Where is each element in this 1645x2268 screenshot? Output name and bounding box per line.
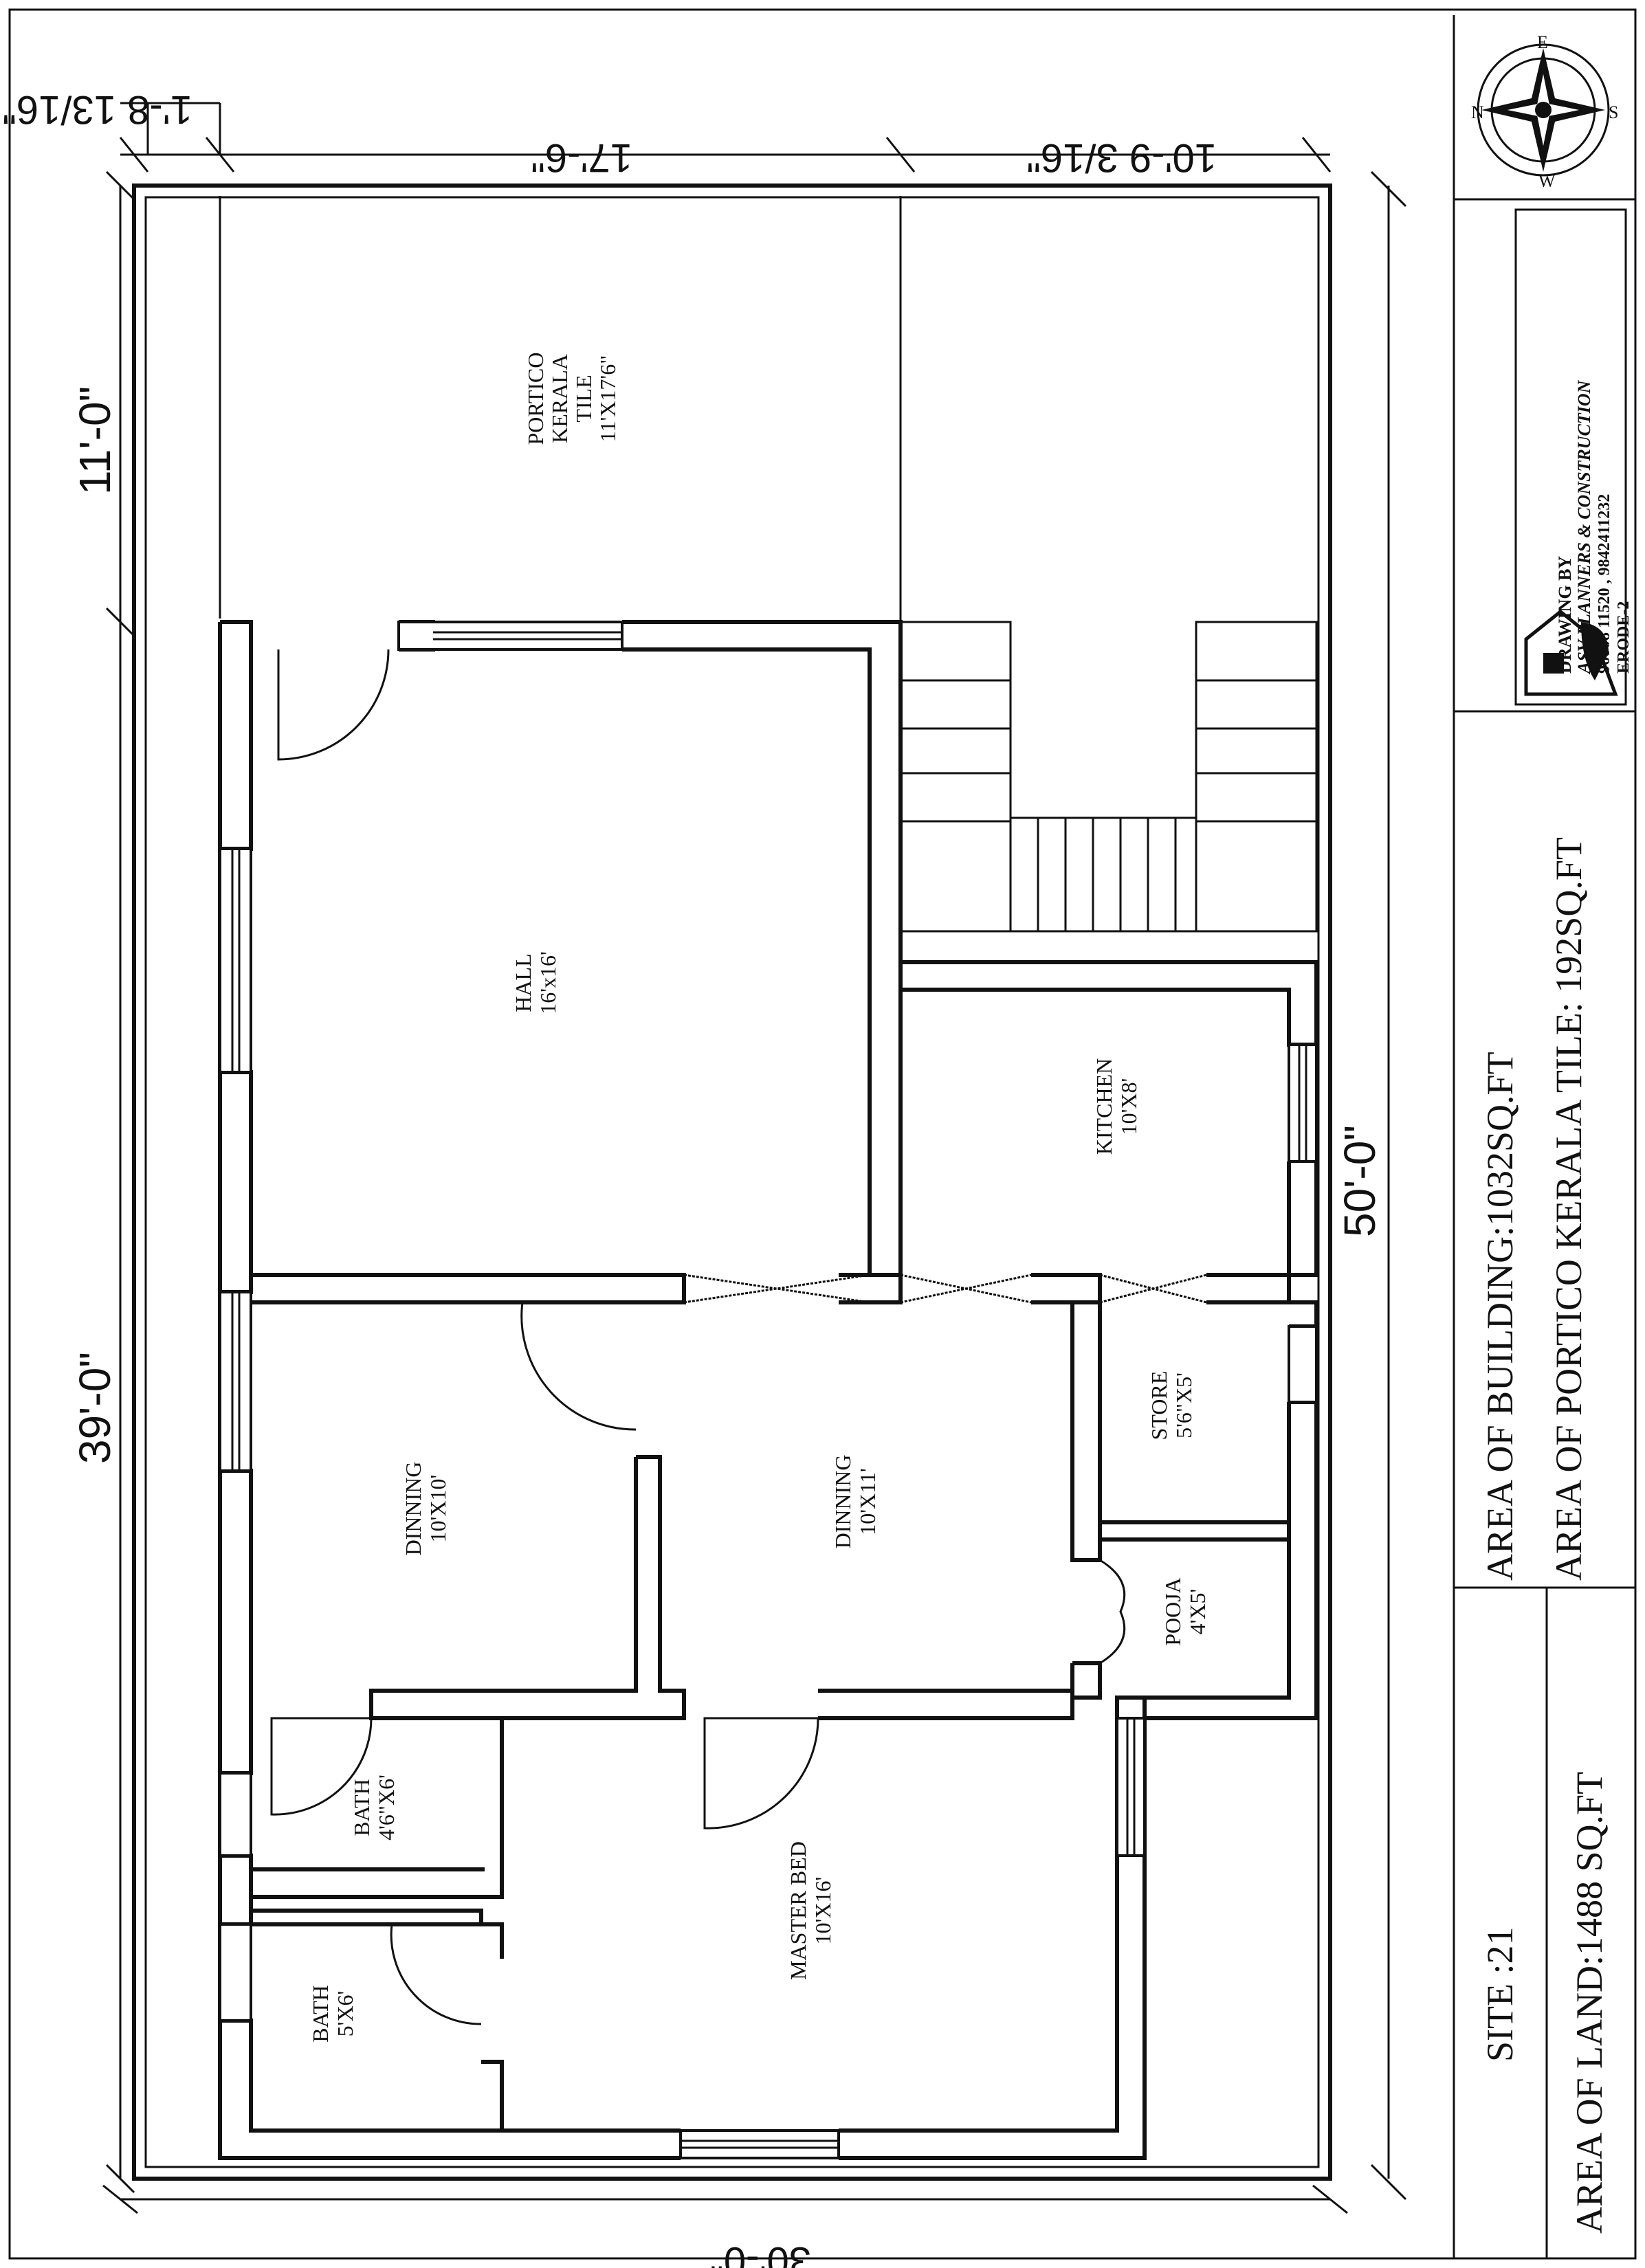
svg-text:5'X6': 5'X6' <box>333 1991 357 2037</box>
plot-boundary <box>132 184 1332 2181</box>
svg-text:PORTICO: PORTICO <box>523 353 548 445</box>
svg-text:KITCHEN: KITCHEN <box>1092 1058 1116 1155</box>
room-dinning-left: DINNING 10'X10' <box>401 1462 450 1556</box>
dim-top-right: 10'-9 3/16" <box>1026 135 1217 180</box>
svg-text:10'X10': 10'X10' <box>426 1475 450 1543</box>
svg-text:MASTER BED: MASTER BED <box>786 1841 810 1980</box>
svg-text:BATH: BATH <box>308 1985 333 2043</box>
dim-bottom: 30'-0" <box>709 2238 811 2268</box>
dimension-lines <box>102 102 1407 2214</box>
stamp-box <box>1514 208 1627 706</box>
svg-text:HALL: HALL <box>511 953 536 1012</box>
site-number: SITE :21 <box>1479 1927 1521 2063</box>
svg-text:4'X5': 4'X5' <box>1185 1589 1210 1635</box>
svg-text:11'X17'6": 11'X17'6" <box>595 355 620 443</box>
room-dinning-center: DINNING 10'X11' <box>830 1455 880 1549</box>
windows <box>219 621 1318 2159</box>
compass-w-label: W <box>1538 171 1556 191</box>
dim-right-overall: 50'-0" <box>1335 1125 1384 1237</box>
steps <box>899 621 1318 933</box>
svg-text:10'X16': 10'X16' <box>810 1877 835 1945</box>
svg-text:10'X8': 10'X8' <box>1116 1078 1141 1135</box>
company-phones: 96008 11520 , 9842411232 <box>1596 494 1613 674</box>
room-hall: HALL 16'x16' <box>511 951 560 1014</box>
room-bath-upper: BATH 4'6"X6' <box>349 1775 399 1841</box>
svg-text:16'x16': 16'x16' <box>536 951 560 1014</box>
room-bath-lower: BATH 5'X6' <box>308 1985 357 2043</box>
dim-top-left: 1'-8 13/16" <box>2 87 192 132</box>
svg-text:BATH: BATH <box>349 1779 374 1836</box>
room-portico: PORTICO KERALA TILE 11'X17'6" <box>523 353 620 445</box>
svg-text:DINNING: DINNING <box>401 1462 426 1556</box>
area-of-building: AREA OF BUILDING:1032SQ.FT <box>1479 1052 1521 1581</box>
compass-icon: N E S W <box>1471 32 1618 191</box>
company-location: ERODE-2 <box>1615 601 1633 674</box>
room-pooja: POOJA 4'X5' <box>1160 1577 1210 1646</box>
svg-text:POOJA: POOJA <box>1160 1577 1185 1646</box>
svg-text:DINNING: DINNING <box>830 1455 855 1549</box>
drawing-by-label: DRAWING BY <box>1555 556 1575 674</box>
svg-text:KERALA: KERALA <box>547 354 572 443</box>
company-logo <box>1524 609 1618 696</box>
svg-text:5'6"X5': 5'6"X5' <box>1171 1372 1196 1438</box>
compass-s-label: S <box>1609 102 1618 122</box>
area-of-portico: AREA OF PORTICO KERALA TILE: 192SQ.FT <box>1548 837 1589 1581</box>
svg-text:TILE: TILE <box>571 375 596 422</box>
room-store: STORE 5'6"X5' <box>1147 1371 1196 1441</box>
dim-left-main: 39'-0" <box>70 1352 120 1464</box>
svg-text:4'6"X6': 4'6"X6' <box>374 1775 399 1841</box>
company-name: ASV PLANNERS & CONSTRUCTION <box>1574 379 1594 675</box>
area-of-land: AREA OF LAND:1488 SQ.FT <box>1569 1772 1610 2234</box>
dim-left-upper: 11'-0" <box>70 386 120 495</box>
svg-text:10'X11': 10'X11' <box>855 1468 880 1535</box>
room-master-bed: MASTER BED 10'X16' <box>786 1841 835 1980</box>
room-kitchen: KITCHEN 10'X8' <box>1092 1058 1141 1155</box>
door-swings <box>270 649 1207 2025</box>
compass-e-label: E <box>1537 32 1548 52</box>
sheet-border <box>8 8 1637 2260</box>
dim-top-mid: 17'-6" <box>531 135 632 180</box>
compass-n-label: N <box>1471 102 1484 122</box>
svg-text:STORE: STORE <box>1147 1371 1171 1441</box>
